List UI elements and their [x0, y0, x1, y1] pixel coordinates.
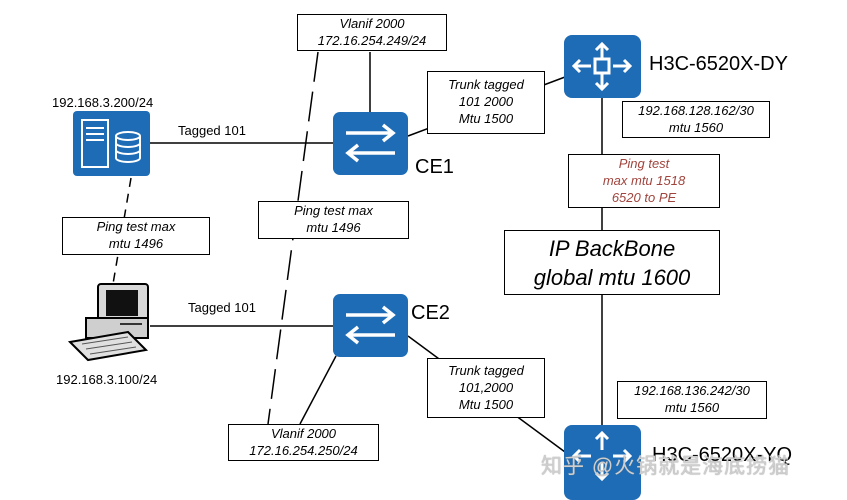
computer-icon[interactable]: [67, 283, 149, 362]
server-icon[interactable]: [73, 111, 150, 176]
link-label-server-ce1: Tagged 101: [178, 123, 246, 138]
ce1-name: CE1: [415, 156, 454, 178]
pc-ip-label: 192.168.3.100/24: [56, 372, 158, 387]
yq-name: H3C-6520X-YQ: [652, 444, 793, 466]
link-label-pc-ce2: Tagged 101: [188, 300, 256, 315]
router-icon[interactable]: [564, 425, 641, 500]
ce2-name: CE2: [411, 302, 450, 324]
dy-name: H3C-6520X-DY: [649, 53, 788, 75]
server-ip-label: 192.168.3.200/24: [52, 95, 154, 110]
watermark: 知乎 @火锅就是海底捞猫: [541, 455, 791, 478]
switch-icon[interactable]: [333, 294, 408, 357]
router-icon[interactable]: [564, 35, 641, 98]
switch-icon[interactable]: [333, 112, 408, 175]
link-ce2-vlanif-bottom: [299, 355, 337, 425]
